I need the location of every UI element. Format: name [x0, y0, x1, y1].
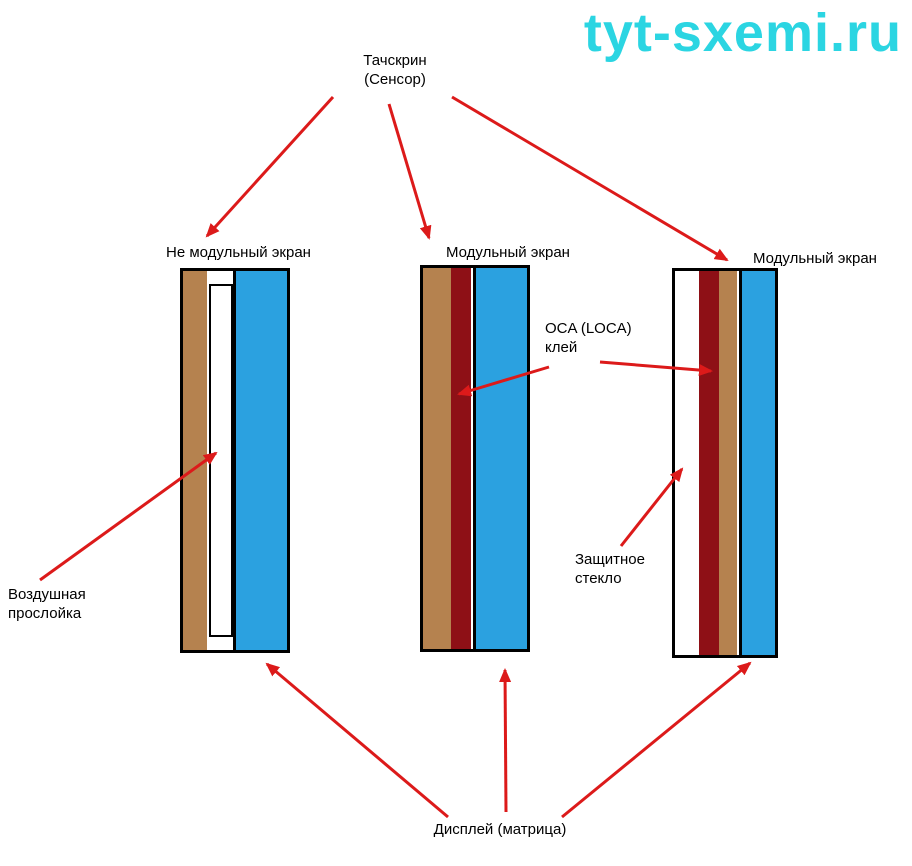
- display-layer: [473, 268, 527, 649]
- display-layer: [233, 271, 287, 650]
- touchscreen-label: Тачскрин (Сенсор): [363, 52, 427, 88]
- modular-screen-right-label: Модульный экран: [753, 250, 877, 267]
- oca-glue-layer: [699, 271, 719, 655]
- display-matrix-label: Дисплей (матрица): [433, 821, 567, 838]
- diagram-modular-screen-right: [672, 268, 778, 658]
- site-watermark: tyt-sxemi.ru: [583, 3, 902, 63]
- oca-glue-layer: [451, 268, 471, 649]
- air-gap-layer: [209, 284, 233, 637]
- modular-screen-middle-label: Модульный экран: [446, 244, 570, 261]
- arrow-touchscreen-to-right: [451, 95, 729, 262]
- protective-glass-layer: [675, 271, 699, 655]
- display-layer: [739, 271, 775, 655]
- arrow-display-to-right: [561, 661, 752, 819]
- touchscreen-layer: [719, 271, 737, 655]
- touchscreen-layer: [183, 271, 207, 650]
- diagram-non-modular-screen: [180, 268, 290, 653]
- arrow-touchscreen-to-left: [205, 95, 335, 238]
- arrow-display-to-middle: [499, 668, 512, 813]
- arrow-touchscreen-to-middle: [387, 103, 432, 240]
- arrow-display-to-left: [265, 662, 449, 819]
- air-gap-label: Воздушная прослойка: [8, 586, 86, 622]
- non-modular-screen-label: Не модульный экран: [166, 244, 311, 261]
- diagram-modular-screen-middle: [420, 265, 530, 652]
- touchscreen-layer: [423, 268, 451, 649]
- protective-glass-label: Защитное стекло: [575, 551, 645, 587]
- oca-glue-label: OCA (LOCA) клей: [545, 320, 632, 356]
